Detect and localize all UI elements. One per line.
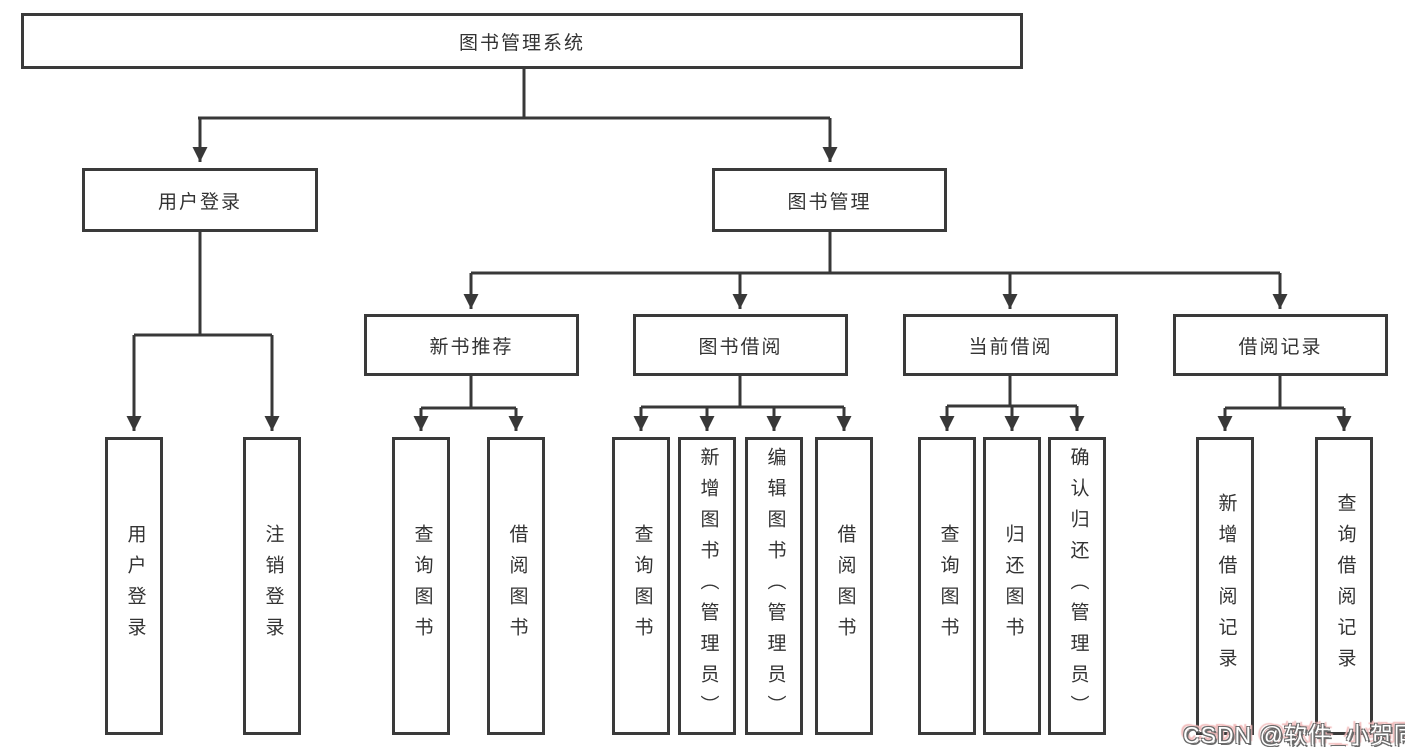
node-library-management-system: 图书管理系统 — [21, 13, 1023, 69]
leaf-borrow-books-recommend: 借阅图书 — [487, 437, 545, 735]
leaf-borrow-books: 借阅图书 — [815, 437, 873, 735]
leaf-user-login: 用户登录 — [105, 437, 163, 735]
node-book-management: 图书管理 — [712, 168, 947, 232]
leaf-query-books-borrow: 查询图书 — [612, 437, 670, 735]
leaf-query-books-current: 查询图书 — [918, 437, 976, 735]
node-book-borrowing: 图书借阅 — [633, 314, 848, 376]
node-new-book-recommendation: 新书推荐 — [364, 314, 579, 376]
node-user-login: 用户登录 — [82, 168, 318, 232]
node-borrowing-records: 借阅记录 — [1173, 314, 1388, 376]
leaf-return-books: 归还图书 — [983, 437, 1041, 735]
leaf-logout: 注销登录 — [243, 437, 301, 735]
leaf-query-books-recommend: 查询图书 — [392, 437, 450, 735]
leaf-edit-books-admin: 编辑图书（管理员） — [745, 437, 803, 735]
leaf-query-borrow-record: 查询借阅记录 — [1315, 437, 1373, 735]
leaf-add-borrow-record: 新增借阅记录 — [1196, 437, 1254, 735]
node-current-borrowing: 当前借阅 — [903, 314, 1118, 376]
csdn-watermark: CSDN @软件_小贺同学 — [1183, 722, 1405, 747]
leaf-confirm-return-admin: 确认归还（管理员） — [1048, 437, 1106, 735]
leaf-add-books-admin: 新增图书（管理员） — [678, 437, 736, 735]
